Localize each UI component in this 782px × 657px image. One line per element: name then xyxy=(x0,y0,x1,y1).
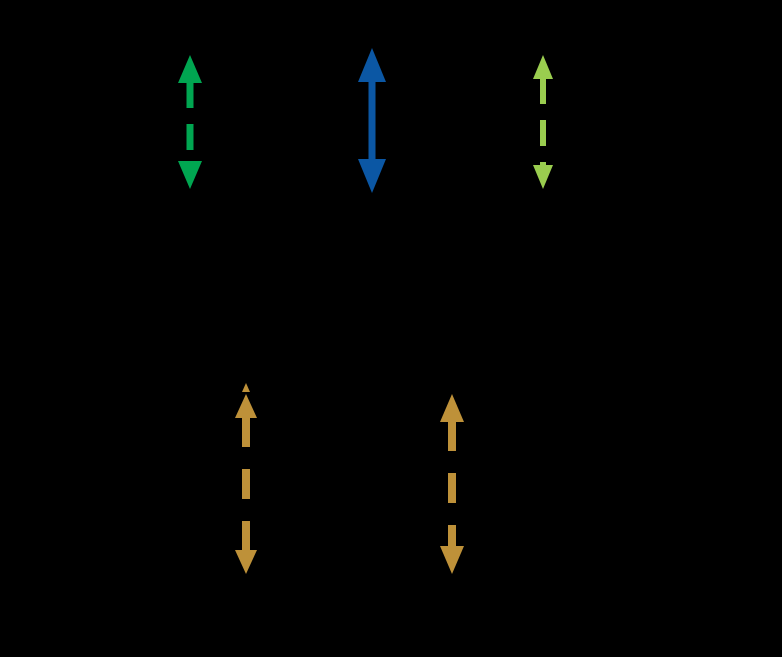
green-double-arrow-head-top xyxy=(178,55,202,83)
gold-double-arrow-left-head-top xyxy=(235,394,257,418)
gold-double-arrow-left-head-bottom xyxy=(235,550,257,574)
light-green-double-arrow xyxy=(533,55,553,189)
gold-double-arrow-right xyxy=(440,394,464,574)
gold-double-arrow-right-head-bottom xyxy=(440,546,464,574)
arrow-layer xyxy=(178,48,553,574)
blue-double-arrow-head-bottom xyxy=(358,159,386,193)
blue-double-arrow xyxy=(358,48,386,193)
gold-double-arrow-left-extra-tip xyxy=(242,383,250,392)
blue-double-arrow-head-top xyxy=(358,48,386,82)
gold-double-arrow-right-head-top xyxy=(440,394,464,422)
gold-double-arrow-left xyxy=(235,383,257,574)
green-double-arrow xyxy=(178,55,202,189)
green-double-arrow-head-bottom xyxy=(178,161,202,189)
light-green-double-arrow-head-bottom xyxy=(533,165,553,189)
light-green-double-arrow-head-top xyxy=(533,55,553,79)
